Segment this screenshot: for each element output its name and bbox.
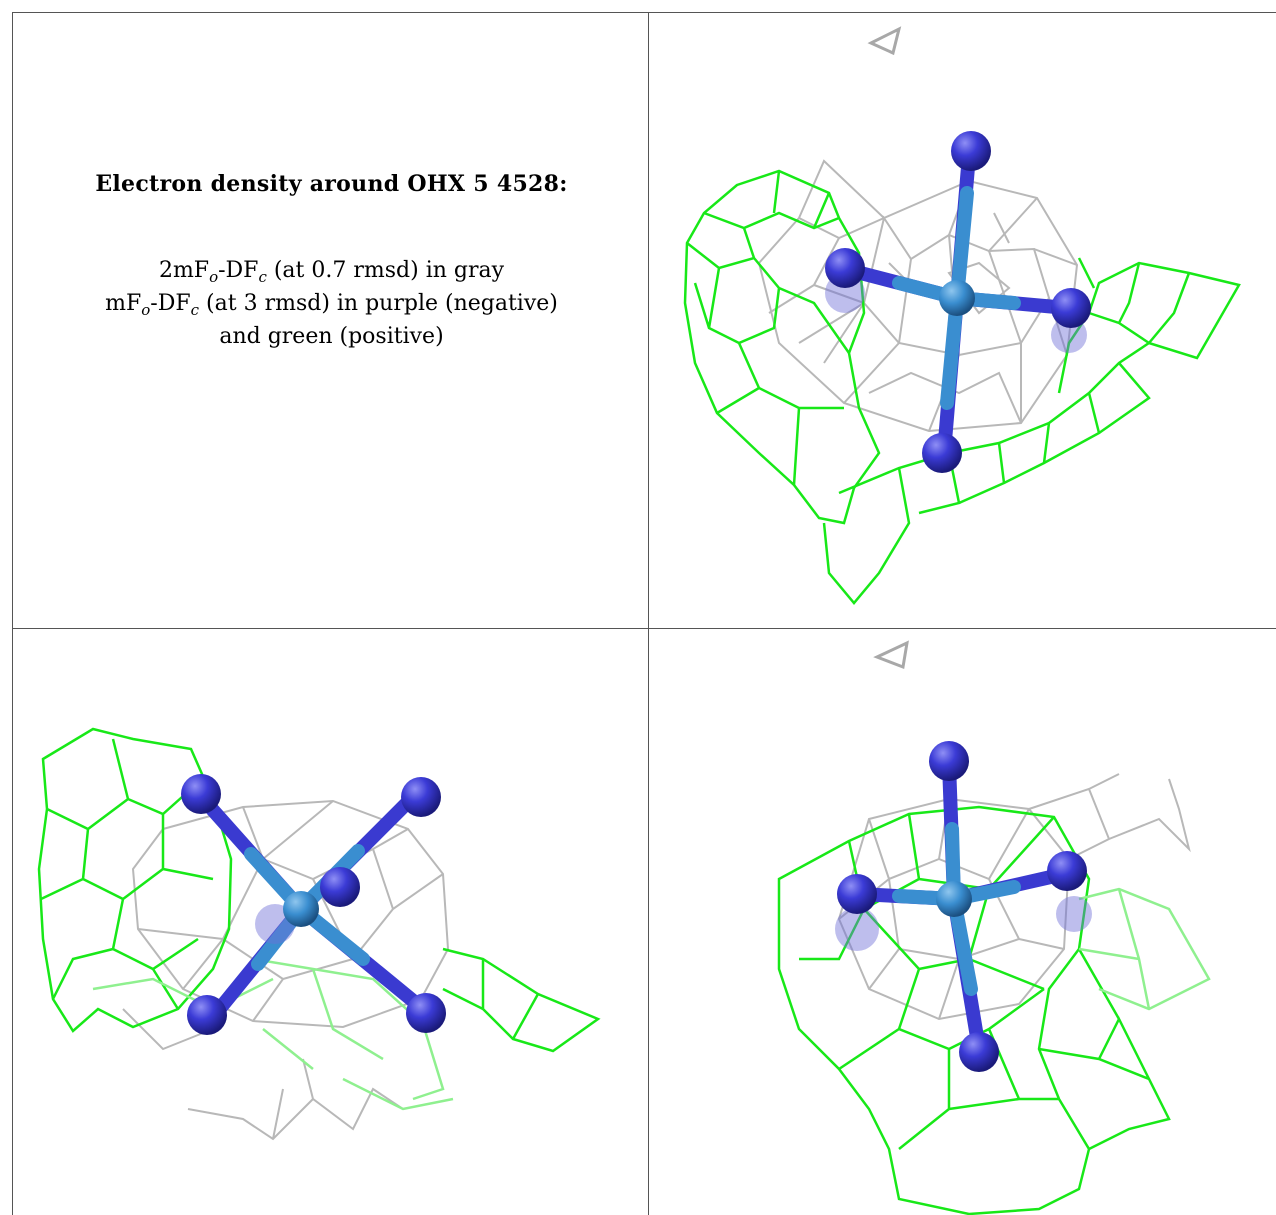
caption-title: Electron density around OHX 5 4528: bbox=[95, 171, 568, 197]
caption-line-1: 2mFo-DFc (at 0.7 rmsd) in gray bbox=[13, 255, 648, 288]
molecule-density-view-icon bbox=[683, 26, 1241, 605]
caption-body: 2mFo-DFc (at 0.7 rmsd) in gray mFo-DFc (… bbox=[13, 255, 648, 353]
caption-subscript: o bbox=[141, 301, 151, 319]
molecule-density-view-icon bbox=[777, 640, 1211, 1215]
figure-grid: Electron density around OHX 5 4528: 2mFo… bbox=[12, 12, 1276, 1215]
caption-line-2: mFo-DFc (at 3 rmsd) in purple (negative) bbox=[13, 288, 648, 321]
caption-subscript: c bbox=[190, 301, 200, 319]
atoms bbox=[825, 131, 1091, 473]
atoms bbox=[181, 774, 446, 1035]
map-fragment-icon bbox=[873, 640, 909, 670]
caption-text: (at 3 rmsd) in purple (negative) bbox=[199, 291, 558, 316]
caption-subscript: c bbox=[258, 268, 267, 286]
caption: Electron density around OHX 5 4528: 2mFo… bbox=[13, 171, 648, 353]
gray-density-mesh bbox=[757, 159, 1079, 433]
molecule-density-view-icon bbox=[37, 727, 601, 1141]
atoms bbox=[835, 741, 1092, 1072]
caption-text: mF bbox=[105, 291, 142, 316]
faint-green-density-mesh bbox=[1078, 887, 1211, 1011]
caption-line-3: and green (positive) bbox=[219, 324, 444, 349]
caption-text: 2mF bbox=[158, 258, 210, 283]
caption-text: -DF bbox=[150, 291, 191, 316]
caption-text: (at 0.7 rmsd) in gray bbox=[266, 258, 505, 283]
caption-text: -DF bbox=[218, 258, 259, 283]
caption-subscript: o bbox=[209, 268, 219, 286]
faint-green-density-mesh bbox=[92, 957, 454, 1111]
green-density-mesh bbox=[37, 727, 601, 1053]
green-density-mesh bbox=[777, 805, 1171, 1215]
green-density-mesh bbox=[683, 169, 1241, 605]
density-view-top-right bbox=[649, 12, 1276, 629]
map-fragment-icon bbox=[867, 26, 902, 56]
caption-panel: Electron density around OHX 5 4528: 2mFo… bbox=[12, 12, 649, 629]
gray-density-mesh bbox=[122, 799, 450, 1141]
density-view-bottom-right bbox=[649, 629, 1276, 1215]
density-view-bottom-left bbox=[12, 629, 649, 1215]
